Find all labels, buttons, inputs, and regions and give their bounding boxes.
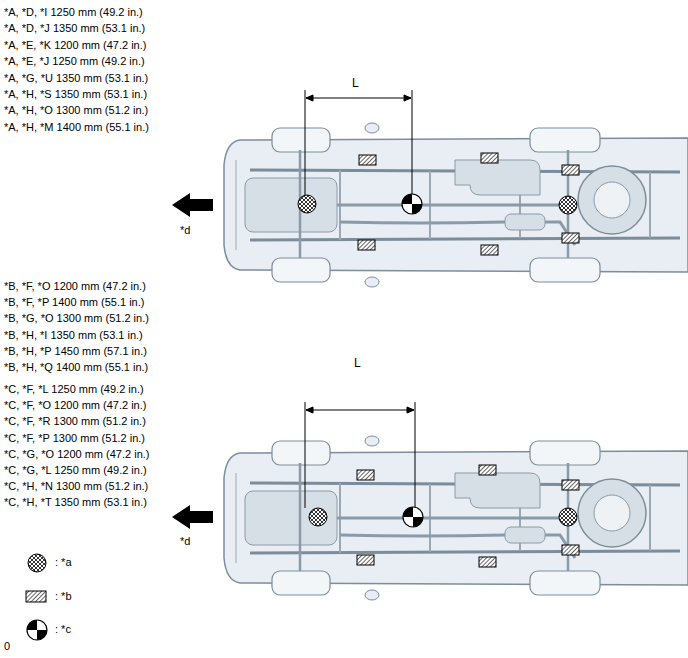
legend-text: : *b [55,590,72,603]
spec-line: *A, *H, *S 1350 mm (53.1 in.) [4,88,147,101]
spec-line: *C, *H, *N 1300 mm (51.2 in.) [4,480,148,493]
front-arrow [172,193,213,217]
dimension-line [305,402,415,508]
support-point-symbols [562,233,579,243]
spec-line: *A, *H, *M 1400 mm (55.1 in.) [4,121,149,134]
support-point-symbols [298,195,316,213]
spec-line: *B, *F, *O 1200 mm (47.2 in.) [4,280,146,293]
spec-line: *C, *F, *P 1300 mm (51.2 in.) [4,432,145,445]
dimension-line [305,90,412,195]
spec-line: *B, *G, *O 1300 mm (51.2 in.) [4,312,149,325]
spec-line: *C, *F, *L 1250 mm (49.2 in.) [4,383,144,396]
vehicle-underbody [224,436,688,600]
front-arrow [172,193,213,529]
support-point-symbols [562,165,579,175]
support-point-symbols [481,245,498,255]
spec-line: *A, *G, *U 1350 mm (53.1 in.) [4,72,148,85]
legend-text: : *c [55,623,71,636]
dimension-label: L [354,357,361,370]
spec-line: *B, *F, *P 1400 mm (55.1 in.) [4,296,144,309]
spec-line: *C, *F, *R 1300 mm (51.2 in.) [4,415,146,428]
spec-line: *B, *H, *Q 1400 mm (55.1 in.) [4,361,148,374]
support-point-symbols [479,465,496,475]
dimension-line [306,410,414,411]
support-point-symbols [298,153,579,567]
figure-code: 0 [4,640,10,653]
spec-line: *A, *E, *K 1200 mm (47.2 in.) [4,39,146,52]
legend-symbols [28,554,46,572]
spec-line: *B, *H, *I 1350 mm (53.1 in.) [4,329,143,342]
dimension-line [306,95,411,101]
spec-line: *C, *G, *L 1250 mm (49.2 in.) [4,464,147,477]
support-point-symbols [562,545,579,555]
support-point-symbols [403,507,423,527]
spec-line: *A, *D, *I 1250 mm (49.2 in.) [4,6,143,19]
support-point-symbols [559,508,577,526]
direction-label: *d [180,535,190,548]
spec-line: *C, *F, *O 1200 mm (47.2 in.) [4,399,146,412]
dimension-label: L [352,77,359,90]
legend-symbols [26,554,47,640]
support-point-symbols [359,155,376,165]
support-point-symbols [357,555,374,565]
support-point-symbols [559,196,577,214]
front-arrow [172,505,213,529]
support-point-symbols [481,153,498,163]
direction-label: *d [180,224,190,237]
spec-line: *C, *G, *O 1200 mm (47.2 in.) [4,448,150,461]
support-point-symbols [562,480,579,490]
support-point-symbols [358,240,375,250]
support-point-symbols [357,470,374,480]
spec-line: *B, *H, *P 1450 mm (57.1 in.) [4,345,147,358]
dimension-line [306,98,411,99]
legend-text: : *a [55,556,72,569]
legend-symbols [26,591,46,602]
spec-line: *A, *D, *J 1350 mm (53.1 in.) [4,22,145,35]
support-point-symbols [309,508,327,526]
spec-line: *A, *E, *J 1250 mm (49.2 in.) [4,55,145,68]
dimension-line [305,90,415,508]
support-point-symbols [479,557,496,567]
spec-line: *C, *H, *T 1350 mm (53.1 in.) [4,496,147,509]
support-point-symbols [402,194,422,214]
legend-symbols [27,620,47,640]
vehicle-underbody [224,123,688,287]
dimension-line [306,407,414,413]
spec-line: *A, *H, *O 1300 mm (51.2 in.) [4,104,148,117]
